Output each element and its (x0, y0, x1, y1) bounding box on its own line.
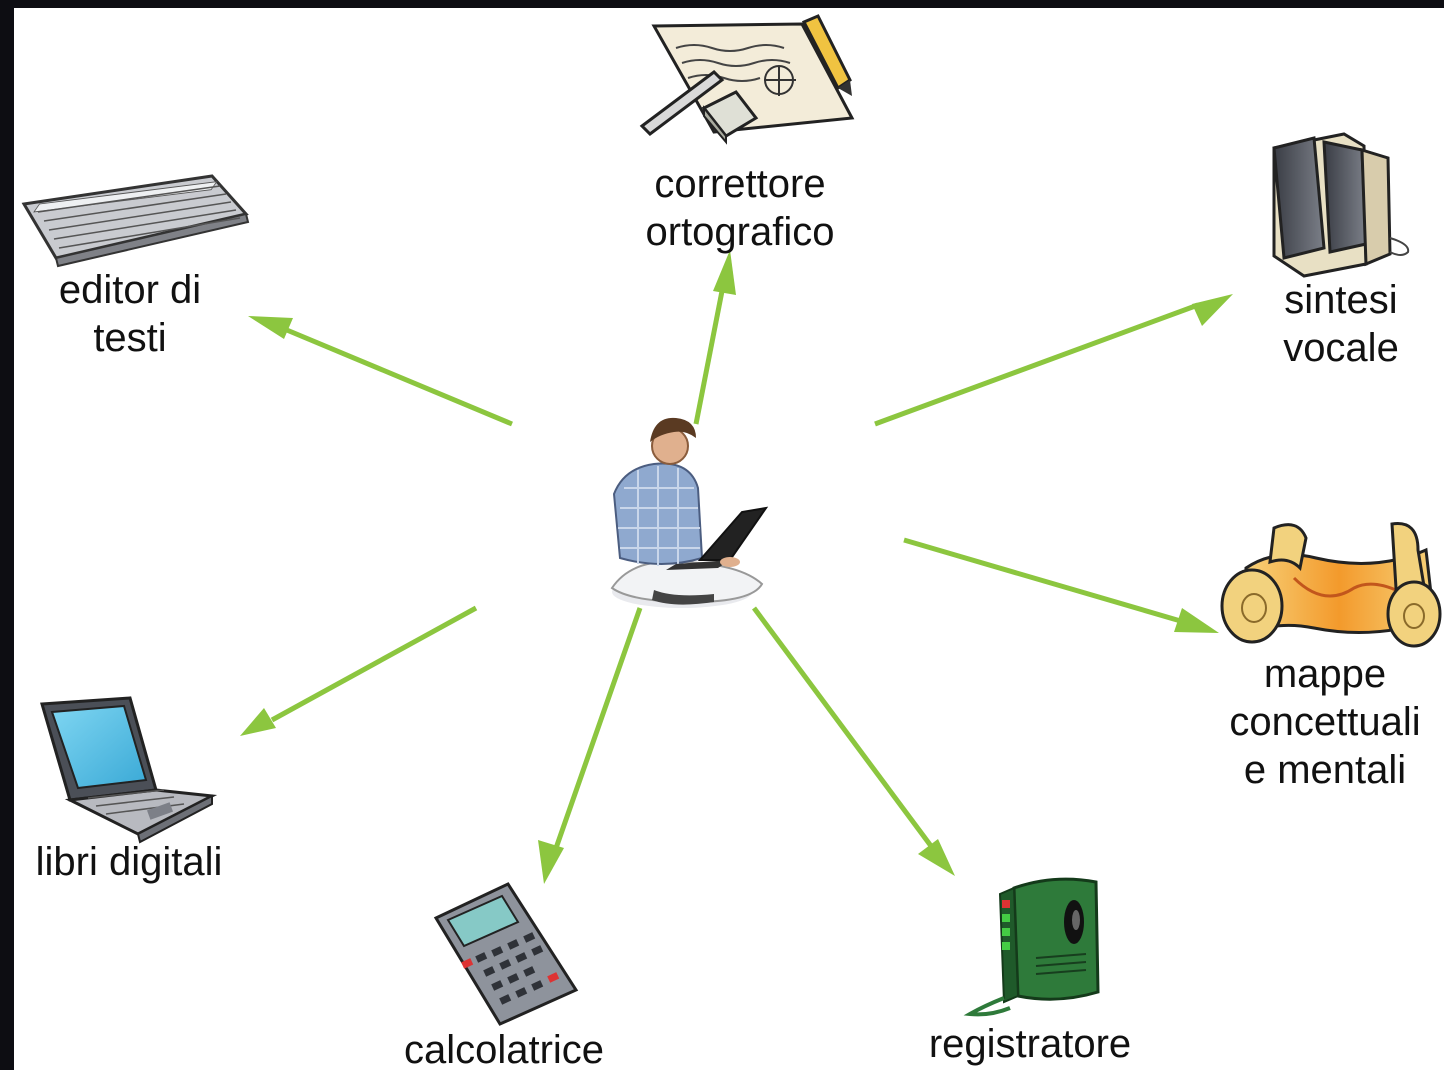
arrow-to-registratore (751, 606, 955, 876)
keyboard-icon (21, 174, 250, 268)
arrow-to-mappe (903, 537, 1219, 633)
label-sintesi-vocale: sintesi vocale (1246, 276, 1436, 372)
arrows (240, 250, 1233, 884)
label-correttore-line2: ortografico (645, 210, 835, 254)
label-mappe-line3: e mentali (1243, 748, 1407, 792)
label-mappe-line2: concettuali (1229, 700, 1421, 744)
speakers-icon (1272, 132, 1410, 278)
laptop-icon (40, 696, 218, 844)
calculator-icon (433, 882, 579, 1026)
diagram-graphics (21, 14, 1442, 1026)
label-mappe-concettuali: mappe concettuali e mentali (1210, 650, 1440, 794)
label-mappe-line1: mappe (1263, 652, 1387, 696)
label-registratore-line1: registratore (928, 1022, 1132, 1066)
diagram-canvas: correttore ortografico editor di testi s… (14, 8, 1444, 1070)
label-editor-line1: editor di (58, 268, 202, 312)
student-with-laptop-icon (610, 417, 769, 608)
arrow-to-libri (240, 605, 478, 736)
arrow-to-calcolatrice (538, 607, 643, 884)
label-correttore-ortografico: correttore ortografico (620, 160, 860, 256)
label-correttore-line1: correttore (654, 162, 826, 206)
arrow-to-sintesi (874, 294, 1233, 427)
label-sintesi-line2: vocale (1283, 326, 1399, 370)
paper-eraser-pen-icon (639, 14, 855, 145)
label-editor-line2: testi (93, 316, 167, 360)
label-calcolatrice: calcolatrice (384, 1026, 624, 1070)
arrow-to-editor (248, 316, 513, 427)
label-registratore: registratore (910, 1020, 1150, 1068)
scroll-map-icon (1220, 522, 1442, 648)
arrow-to-correttore (693, 250, 736, 425)
label-calcolatrice-line1: calcolatrice (403, 1028, 605, 1070)
voice-recorder-icon (963, 877, 1100, 1017)
label-editor-di-testi: editor di testi (30, 266, 230, 362)
label-sintesi-line1: sintesi (1284, 278, 1398, 322)
label-libri-digitali: libri digitali (14, 838, 244, 886)
label-libri-line1: libri digitali (35, 840, 223, 884)
